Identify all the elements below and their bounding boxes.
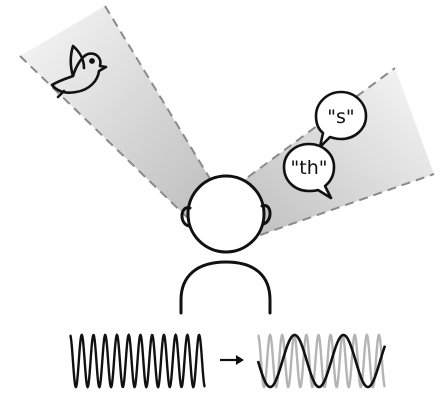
head <box>188 176 264 252</box>
bubble-text-th: "th" <box>291 157 328 179</box>
arrow-right-icon <box>220 355 244 365</box>
shoulders <box>181 262 270 313</box>
left-sound-cone <box>20 6 212 224</box>
person-icon <box>181 176 270 313</box>
high-frequency-wave <box>70 335 205 387</box>
bubble-text-s: "s" <box>327 106 354 128</box>
